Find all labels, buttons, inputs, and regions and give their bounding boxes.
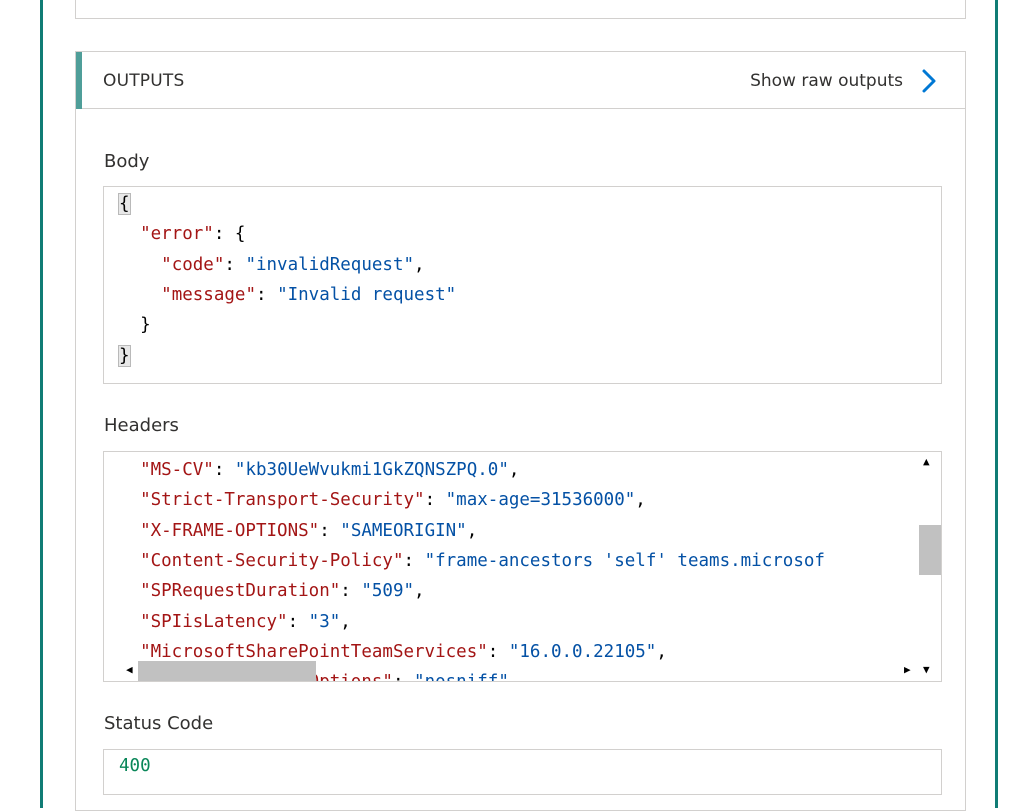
- json-punctuation: ,: [656, 641, 667, 662]
- triangle-right-icon[interactable]: ▶: [904, 663, 911, 676]
- json-punctuation: :: [287, 611, 309, 632]
- outputs-panel: OUTPUTS Show raw outputs Body { "error":…: [75, 51, 966, 811]
- json-string: "509": [361, 581, 415, 602]
- json-punctuation: :: [319, 520, 341, 541]
- status-code-label: Status Code: [104, 713, 214, 734]
- headers-vertical-scrollbar-thumb[interactable]: [919, 525, 941, 575]
- triangle-up-icon[interactable]: ▲: [923, 455, 930, 468]
- json-key: "MS-CV": [140, 460, 214, 480]
- code-line: "error": {: [119, 219, 245, 249]
- code-line: "X-FRAME-OPTIONS": "SAMEORIGIN",: [119, 516, 477, 546]
- json-key: "code": [161, 254, 225, 275]
- json-string: "nosniff": [414, 672, 509, 681]
- code-line: "code": "invalidRequest",: [119, 250, 425, 280]
- json-punctuation: ,: [635, 490, 646, 511]
- json-punctuation: ,: [508, 460, 520, 480]
- headers-label: Headers: [104, 415, 179, 436]
- code-line: }: [118, 341, 131, 371]
- json-string: "16.0.0.22105": [508, 641, 657, 662]
- outputs-header: OUTPUTS Show raw outputs: [76, 52, 965, 109]
- json-punctuation: ,: [414, 254, 425, 275]
- code-line: }: [119, 310, 151, 340]
- body-code-box[interactable]: { "error": { "code": "invalidRequest", "…: [103, 186, 942, 384]
- json-punctuation: : {: [213, 224, 246, 245]
- json-punctuation: [119, 224, 140, 244]
- code-line: "Content-Security-Policy": "frame-ancest…: [119, 546, 825, 576]
- triangle-left-icon[interactable]: ◀: [126, 663, 133, 676]
- json-punctuation: }: [119, 315, 151, 336]
- json-punctuation: ,: [340, 611, 351, 632]
- json-punctuation: [119, 460, 140, 480]
- json-string: "kb30UeWvukmi1GkZQNSZPQ.0": [234, 460, 509, 480]
- json-punctuation: [119, 551, 140, 571]
- body-label: Body: [104, 151, 150, 172]
- code-line: "Strict-Transport-Security": "max-age=31…: [119, 485, 646, 515]
- triangle-down-icon[interactable]: ▼: [923, 663, 930, 676]
- headers-horizontal-scrollbar-thumb[interactable]: [138, 661, 316, 681]
- status-code-value: 400: [119, 756, 151, 776]
- json-key: "SPIisLatency": [140, 611, 288, 632]
- json-punctuation: [119, 255, 161, 275]
- previous-section-box: [75, 0, 966, 19]
- code-line: {: [118, 189, 131, 219]
- json-string: "max-age=31536000": [445, 490, 636, 511]
- json-key: "message": [161, 284, 256, 305]
- json-punctuation: [119, 612, 140, 632]
- json-key: "Strict-Transport-Security": [140, 490, 425, 511]
- status-code-box[interactable]: 400: [103, 749, 942, 795]
- json-punctuation: :: [213, 460, 235, 480]
- json-string: "3": [308, 611, 341, 632]
- code-line: "SPRequestDuration": "509",: [119, 576, 425, 606]
- json-punctuation: }: [118, 344, 131, 367]
- json-key: "MicrosoftSharePointTeamServices": [140, 641, 488, 662]
- headers-code-box[interactable]: "MS-CV": "kb30UeWvukmi1GkZQNSZPQ.0", "St…: [103, 451, 942, 682]
- json-punctuation: [119, 490, 140, 510]
- matching-brace-highlight: {: [118, 193, 131, 215]
- json-punctuation: :: [487, 641, 509, 662]
- code-line: "message": "Invalid request": [119, 280, 456, 310]
- json-key: "X-FRAME-OPTIONS": [140, 520, 320, 541]
- json-punctuation: :: [403, 550, 425, 571]
- json-string: "SAMEORIGIN": [340, 520, 467, 541]
- json-key: "error": [140, 224, 214, 245]
- outputs-accent-bar: [76, 52, 82, 109]
- json-punctuation: :: [340, 581, 362, 602]
- json-key: "SPRequestDuration": [140, 581, 341, 602]
- json-key: "Content-Security-Policy": [140, 550, 404, 571]
- json-punctuation: :: [255, 284, 278, 305]
- code-line: "MicrosoftSharePointTeamServices": "16.0…: [119, 637, 667, 667]
- code-line: "MS-CV": "kb30UeWvukmi1GkZQNSZPQ.0",: [119, 455, 519, 485]
- json-punctuation: :: [424, 490, 446, 511]
- json-string: "invalidRequest": [245, 254, 415, 275]
- show-raw-outputs-link[interactable]: Show raw outputs: [750, 71, 903, 91]
- matching-brace-highlight: }: [118, 344, 131, 367]
- json-punctuation: [119, 581, 140, 601]
- json-punctuation: [119, 285, 161, 305]
- json-punctuation: :: [224, 254, 246, 275]
- json-string: "Invalid request": [277, 284, 457, 305]
- json-punctuation: [119, 521, 140, 541]
- json-string: "frame-ancestors 'self' teams.microsof: [424, 550, 825, 571]
- json-punctuation: [119, 642, 140, 662]
- json-punctuation: {: [118, 193, 131, 215]
- chevron-right-icon[interactable]: [921, 68, 937, 94]
- json-punctuation: :: [393, 672, 414, 681]
- code-line: "SPIisLatency": "3",: [119, 607, 351, 637]
- json-punctuation: ,: [466, 520, 478, 541]
- outputs-title: OUTPUTS: [103, 71, 185, 91]
- json-punctuation: ,: [414, 581, 425, 602]
